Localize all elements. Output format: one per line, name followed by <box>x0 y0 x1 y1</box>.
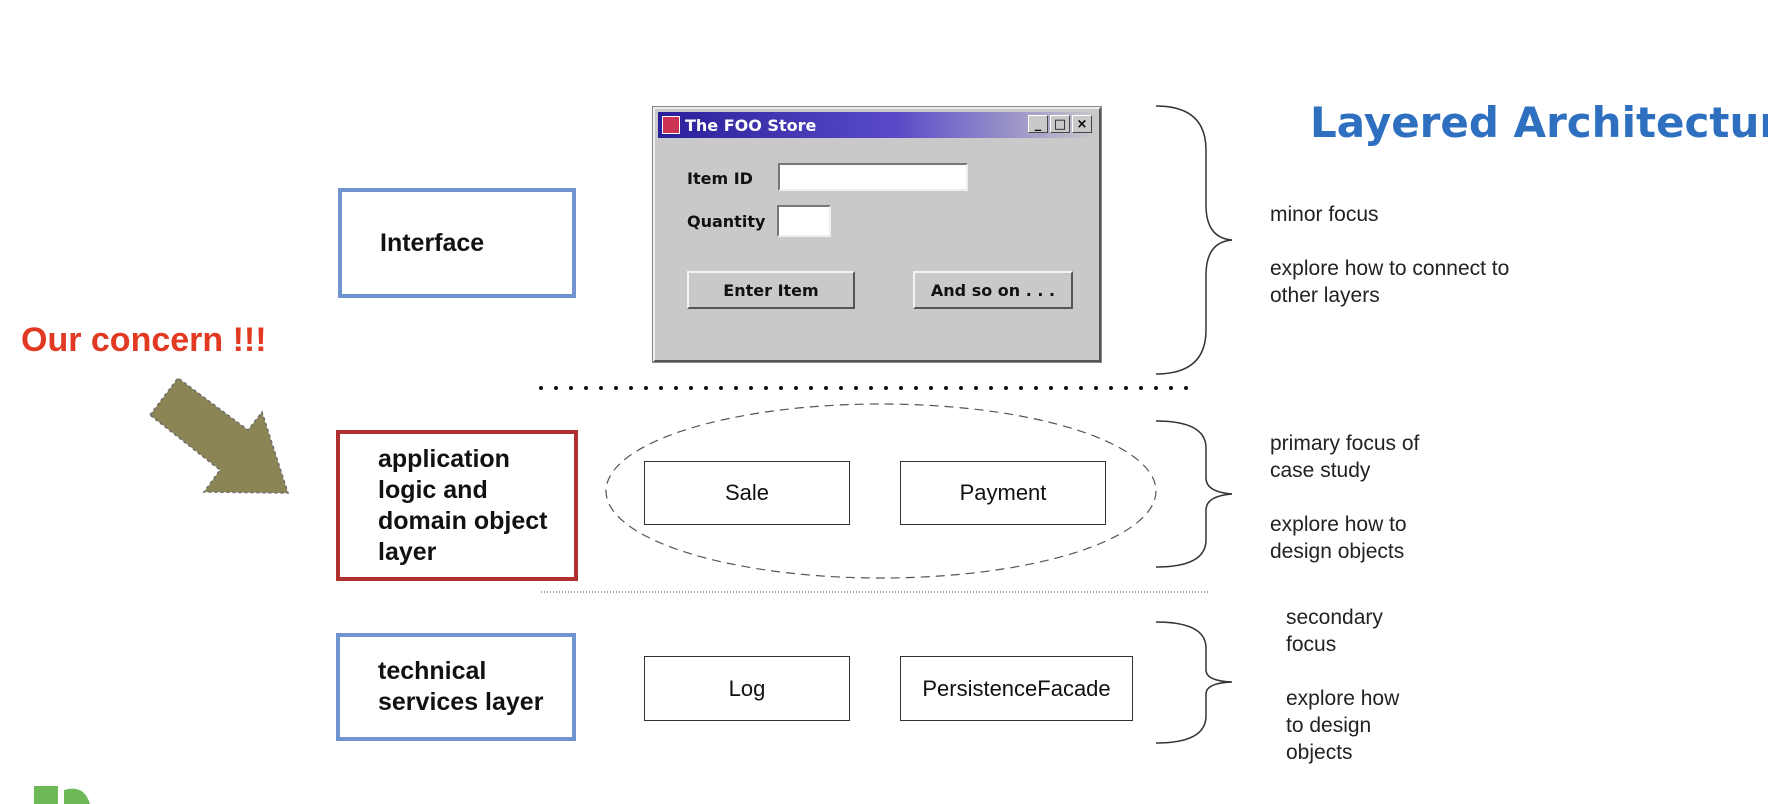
item-id-input[interactable] <box>778 163 968 191</box>
object-box-sale: Sale <box>644 461 850 525</box>
slide-title: Layered Architecture <box>1310 98 1768 147</box>
concern-arrow <box>148 376 290 494</box>
enter-item-button[interactable]: Enter Item <box>687 271 855 309</box>
object-box-persistence-facade: PersistenceFacade <box>900 656 1133 721</box>
logo-mark <box>34 786 90 804</box>
quantity-label: Quantity <box>687 212 766 231</box>
item-id-label: Item ID <box>687 169 753 188</box>
app-icon <box>662 116 680 134</box>
note-secondary-focus: secondary focus <box>1286 606 1383 656</box>
layer-label-services: technical services layer <box>378 657 544 716</box>
close-icon[interactable]: × <box>1072 115 1092 133</box>
notes-domain: primary focus of case study explore how … <box>1270 430 1460 565</box>
layer-box-interface: Interface <box>338 188 576 298</box>
window-title-bar: The FOO Store _ □ × <box>658 112 1096 138</box>
brace-services <box>1155 621 1233 744</box>
minimize-icon[interactable]: _ <box>1028 115 1048 133</box>
brace-interface <box>1155 105 1233 375</box>
note-design-objects: explore how to design objects <box>1270 513 1407 563</box>
notes-interface: minor focus explore how to connect to ot… <box>1270 201 1560 309</box>
object-box-payment: Payment <box>900 461 1106 525</box>
domain-ellipse <box>605 403 1157 579</box>
note-connect-layers: explore how to connect to other layers <box>1270 257 1510 307</box>
window-controls: _ □ × <box>1028 115 1092 133</box>
object-label-persistence-facade: PersistenceFacade <box>922 675 1111 701</box>
window-title: The FOO Store <box>685 115 817 135</box>
layer-box-services: technical services layer <box>336 633 576 741</box>
note-primary-focus: primary focus of case study <box>1270 432 1420 482</box>
foo-store-window: The FOO Store _ □ × Item ID Quantity Ent… <box>652 106 1102 363</box>
note-design-objects-services: explore how to design objects <box>1286 687 1400 764</box>
brace-domain <box>1155 420 1233 568</box>
object-box-log: Log <box>644 656 850 721</box>
concern-label: Our concern !!! <box>21 321 267 359</box>
object-label-payment: Payment <box>959 480 1047 505</box>
layer-label-domain: application logic and domain object laye… <box>378 444 548 566</box>
object-label-log: Log <box>728 675 766 701</box>
maximize-icon[interactable]: □ <box>1050 115 1070 133</box>
and-so-on-button[interactable]: And so on . . . <box>913 271 1073 309</box>
notes-services: secondary focus explore how to design ob… <box>1286 604 1416 766</box>
object-label-sale: Sale <box>724 480 770 505</box>
quantity-input[interactable] <box>777 205 831 237</box>
note-minor-focus: minor focus <box>1270 203 1379 226</box>
layer-label-interface: Interface <box>380 228 485 257</box>
layer-box-domain: application logic and domain object laye… <box>336 430 578 581</box>
